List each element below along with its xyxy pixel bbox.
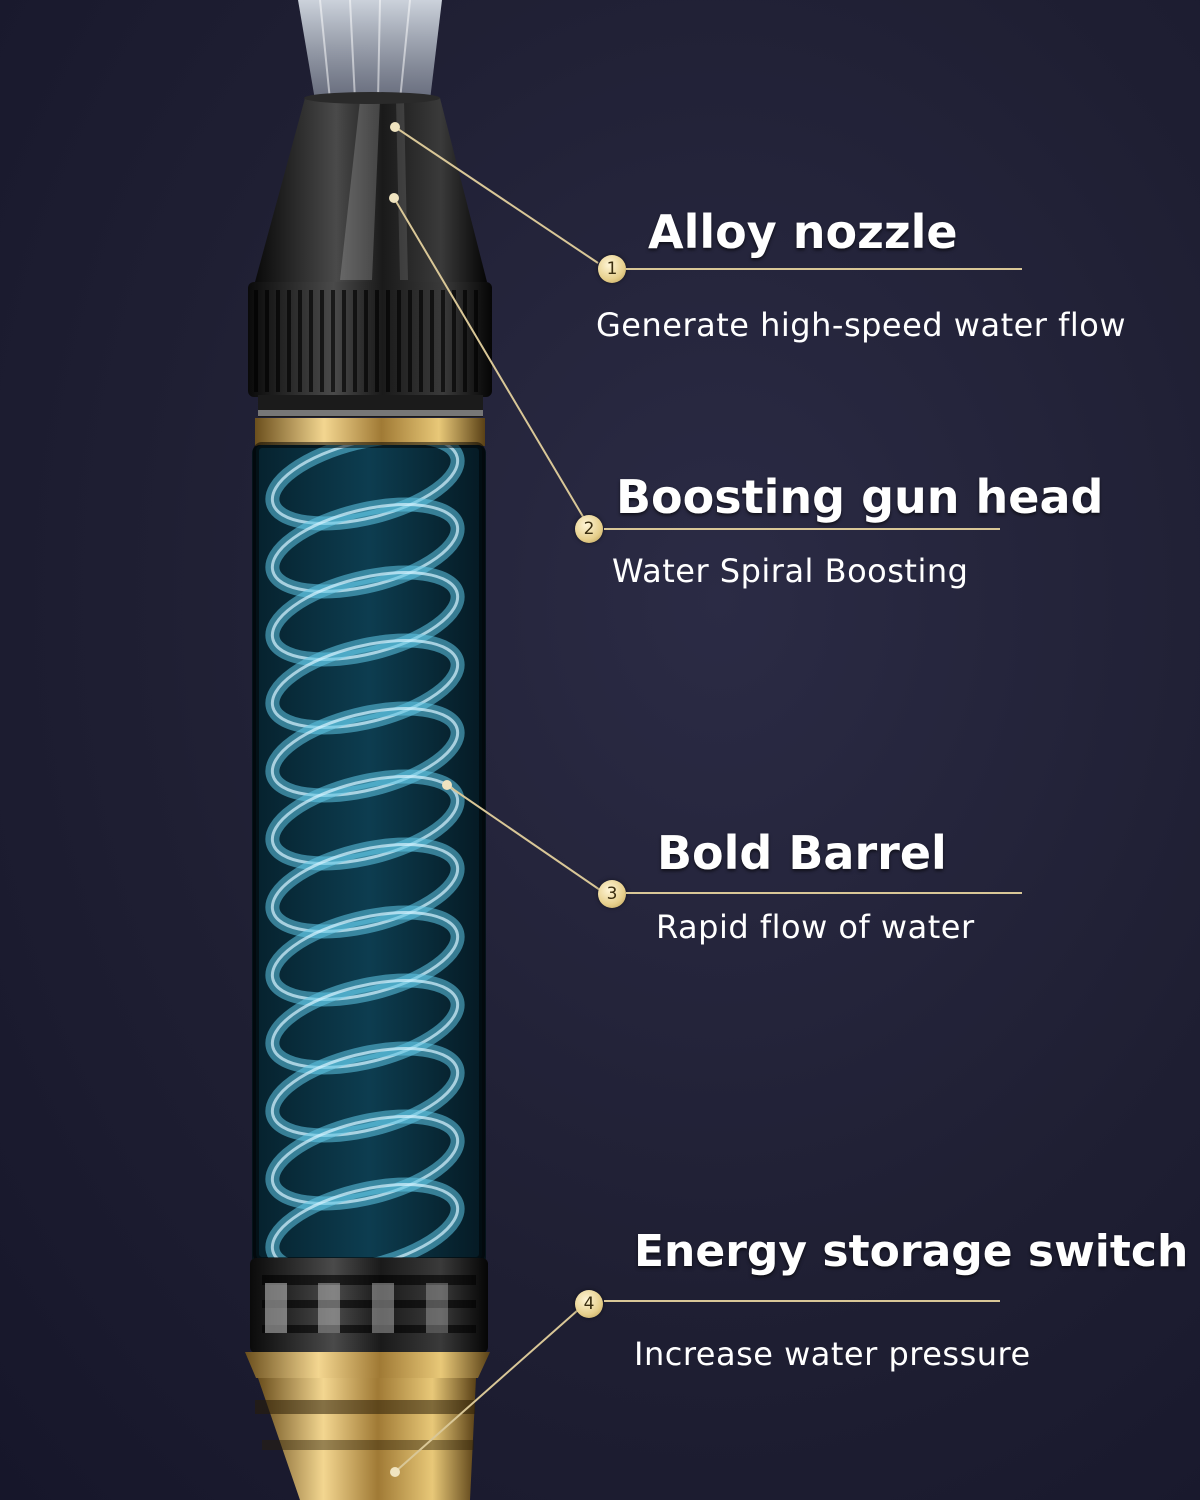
bold-barrel-part bbox=[252, 442, 486, 1265]
callout-4-underline bbox=[604, 1300, 1000, 1302]
callout-4-description: Increase water pressure bbox=[634, 1335, 1031, 1373]
callout-1-description: Generate high-speed water flow bbox=[596, 306, 1127, 344]
callout-1-number-badge: 1 bbox=[598, 255, 626, 283]
callout-3-underline bbox=[626, 892, 1022, 894]
leader-anchor-dots bbox=[389, 122, 452, 1477]
callout-2-underline bbox=[604, 528, 1000, 530]
callout-1-title: Alloy nozzle bbox=[648, 205, 958, 259]
leader-lines bbox=[393, 126, 601, 1473]
callout-3-number-badge: 3 bbox=[598, 880, 626, 908]
callout-2-number-badge: 2 bbox=[575, 515, 603, 543]
energy-storage-switch-part bbox=[245, 1258, 490, 1500]
callout-3-title: Bold Barrel bbox=[657, 826, 947, 880]
water-spray bbox=[298, 0, 442, 101]
callout-3-description: Rapid flow of water bbox=[656, 908, 975, 946]
callout-2-title: Boosting gun head bbox=[616, 470, 1104, 524]
callout-4-number-badge: 4 bbox=[575, 1290, 603, 1318]
callout-1-underline bbox=[626, 268, 1022, 270]
callout-4-title: Energy storage switch bbox=[634, 1226, 1189, 1277]
alloy-nozzle-part bbox=[255, 92, 487, 282]
callout-2-description: Water Spiral Boosting bbox=[612, 552, 969, 590]
boosting-gun-head-part bbox=[248, 282, 492, 446]
